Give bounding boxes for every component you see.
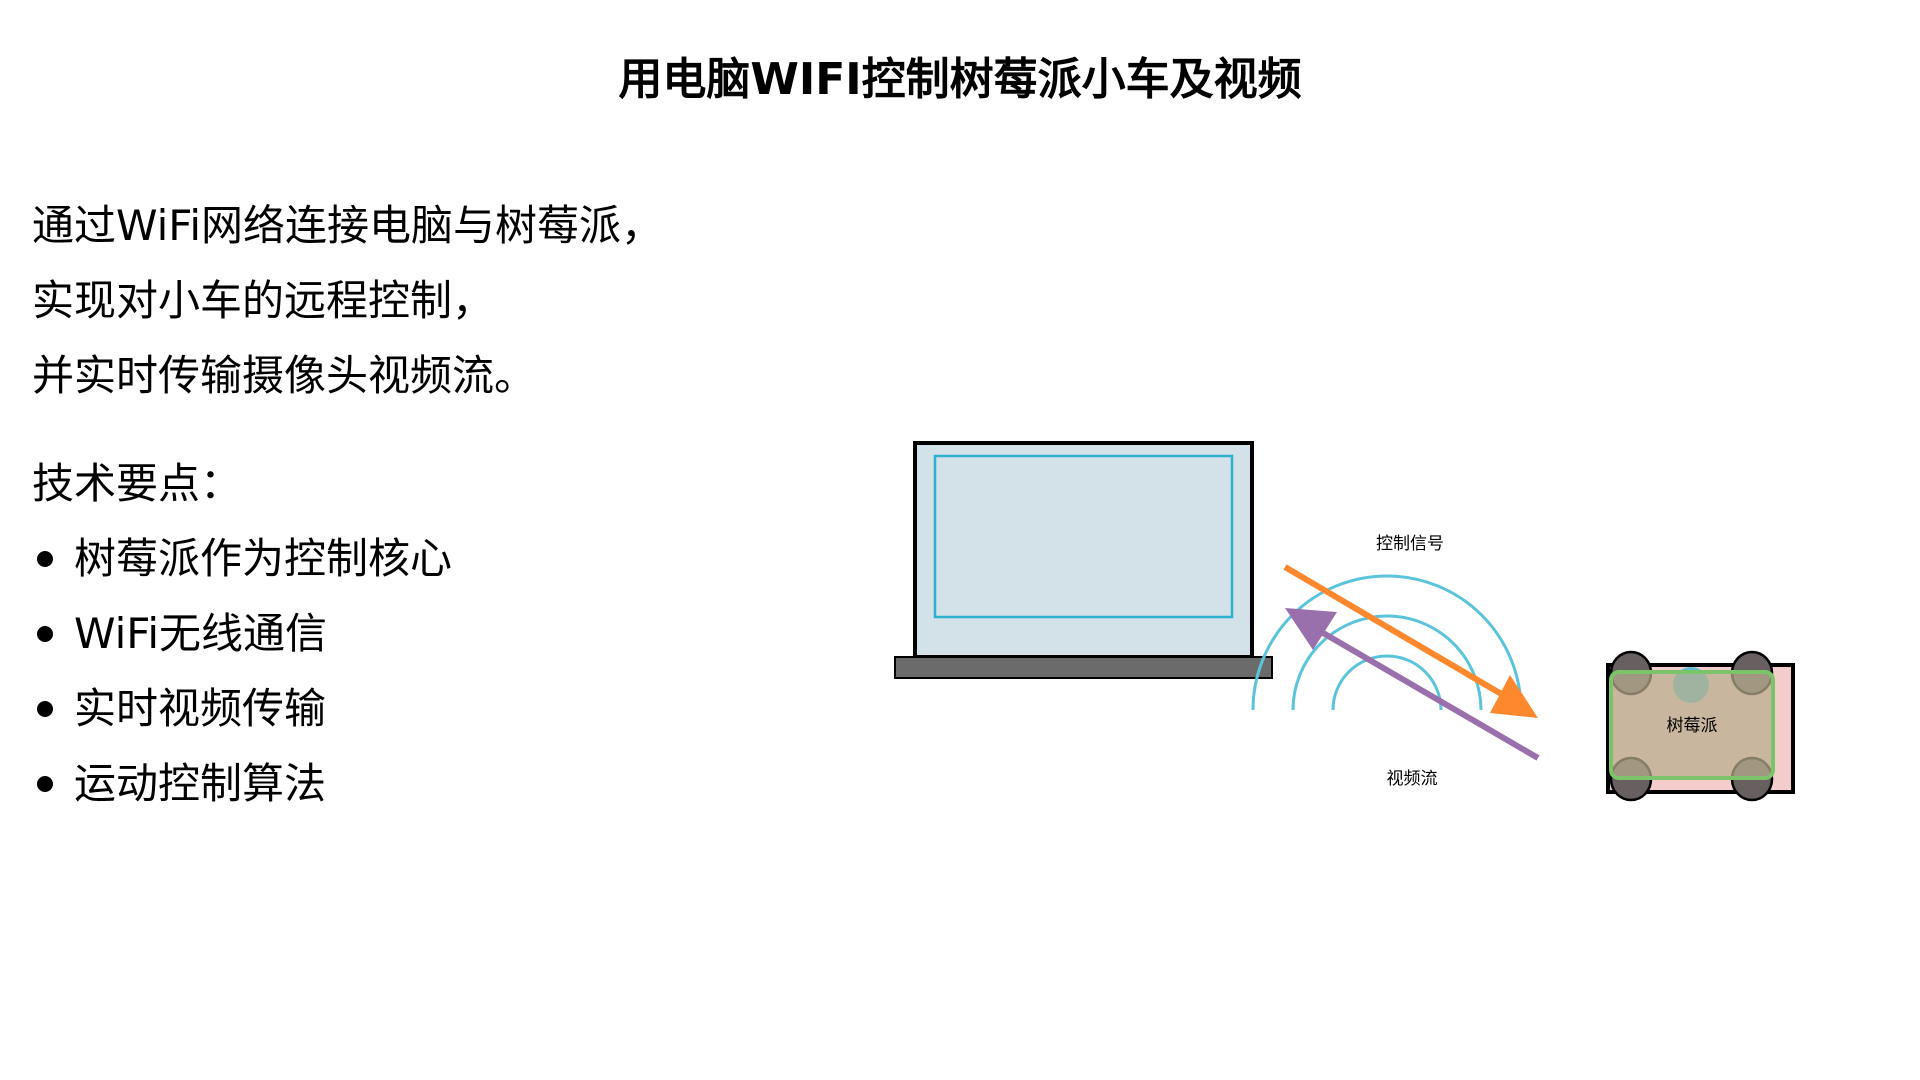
description: 通过WiFi网络连接电脑与树莓派， 实现对小车的远程控制， 并实时传输摄像头视频… <box>32 188 663 413</box>
laptop-icon <box>894 441 1273 679</box>
laptop-base <box>894 656 1273 679</box>
laptop-display <box>933 454 1234 619</box>
slide-title: 用电脑WIFI控制树莓派小车及视频 <box>618 54 1302 105</box>
raspberry-pi-label: 树莓派 <box>1666 716 1718 736</box>
description-line-3: 并实时传输摄像头视频流。 <box>32 351 537 400</box>
description-line-1: 通过WiFi网络连接电脑与树莓派， <box>32 201 664 250</box>
key-points: 技术要点： 树莓派作为控制核心 WiFi无线通信 实时视频传输 运动控制算法 <box>32 446 452 821</box>
raspberry-pi-car <box>1606 650 1795 802</box>
control-signal-arrow <box>1283 564 1538 718</box>
list-item: 运动控制算法 <box>32 746 452 821</box>
control-signal-label: 控制信号 <box>1376 534 1444 554</box>
wifi-signal-icon <box>1251 574 1523 711</box>
raspberry-pi-board <box>1609 670 1775 780</box>
list-item: 树莓派作为控制核心 <box>32 521 452 596</box>
list-item: WiFi无线通信 <box>32 596 452 671</box>
video-stream-label: 视频流 <box>1386 769 1438 789</box>
list-item: 实时视频传输 <box>32 671 452 746</box>
bullet-icon <box>37 776 53 792</box>
key-points-heading: 技术要点： <box>32 459 243 508</box>
key-points-list: 树莓派作为控制核心 WiFi无线通信 实时视频传输 运动控制算法 <box>32 521 452 821</box>
description-line-2: 实现对小车的远程控制， <box>32 276 495 325</box>
bullet-icon <box>37 551 53 567</box>
video-stream-arrow <box>1285 608 1540 761</box>
bullet-icon <box>37 626 53 642</box>
bullet-icon <box>37 701 53 717</box>
laptop-screen <box>913 441 1254 659</box>
